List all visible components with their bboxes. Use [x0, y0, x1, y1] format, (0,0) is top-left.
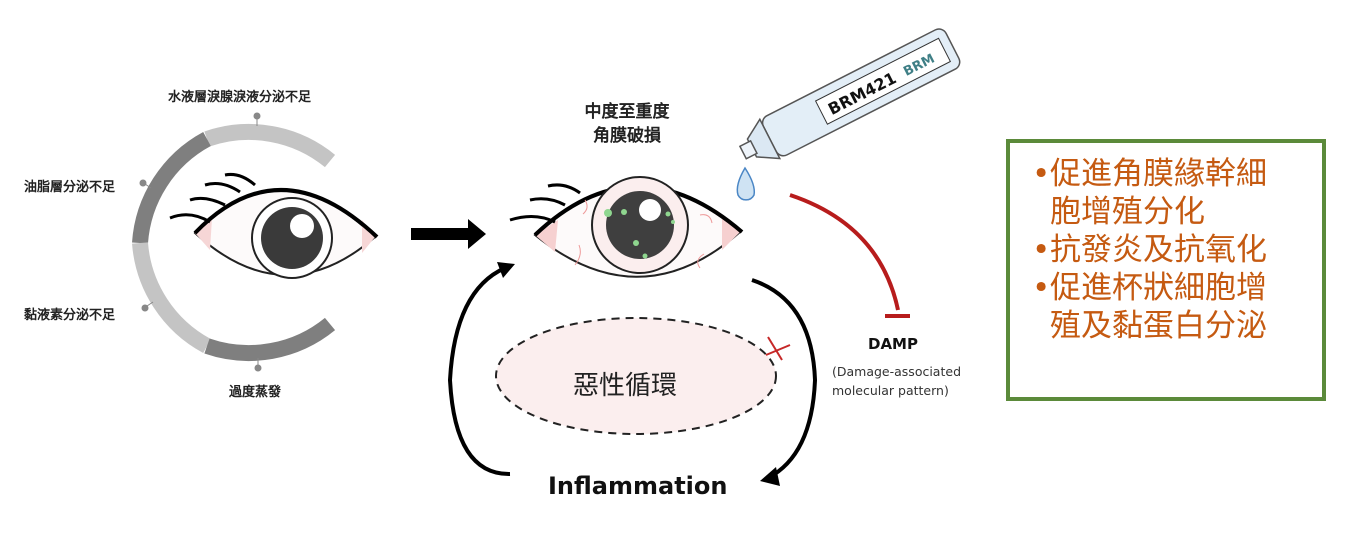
brm421-bottle: BRM421 BRM	[738, 28, 961, 160]
block-x-icon	[765, 336, 791, 361]
damp-label: DAMP	[868, 335, 918, 353]
benefit-item: 抗發炎及抗氧化	[1032, 231, 1322, 269]
drop-icon	[736, 166, 756, 201]
damp-desc-line1: (Damage-associated	[832, 364, 961, 379]
ring-segment-evaporation	[204, 317, 336, 361]
ring-segment-lipid	[132, 131, 211, 244]
healthy-eye	[169, 173, 379, 279]
damage-title-line2: 角膜破損	[593, 126, 661, 146]
cause-aqueous-label: 水液層淚腺淚液分泌不足	[168, 90, 312, 105]
damage-title: 中度至重度 角膜破損	[572, 100, 682, 148]
cause-ring	[132, 124, 336, 361]
progression-arrow	[411, 219, 486, 249]
inhibition-arrow	[789, 193, 910, 318]
cause-evaporation-label: 過度蒸發	[229, 385, 282, 400]
damp-desc-line2: molecular pattern)	[832, 383, 949, 398]
inflammation-label: Inflammation	[548, 472, 728, 500]
cause-lipid-label: 油脂層分泌不足	[24, 180, 116, 195]
ring-segment-aqueous	[204, 124, 336, 168]
cause-mucin-label: 黏液素分泌不足	[24, 308, 116, 323]
damp-description: (Damage-associated molecular pattern)	[832, 362, 961, 400]
vicious-cycle-ellipse	[495, 317, 777, 435]
ring-segment-mucin	[132, 242, 211, 354]
cycle-arrows	[447, 262, 818, 486]
ring-pins	[139, 112, 262, 372]
damaged-eye	[509, 176, 744, 278]
vicious-cycle-label: 惡性循環	[572, 371, 677, 401]
damage-title-line1: 中度至重度	[584, 102, 670, 122]
